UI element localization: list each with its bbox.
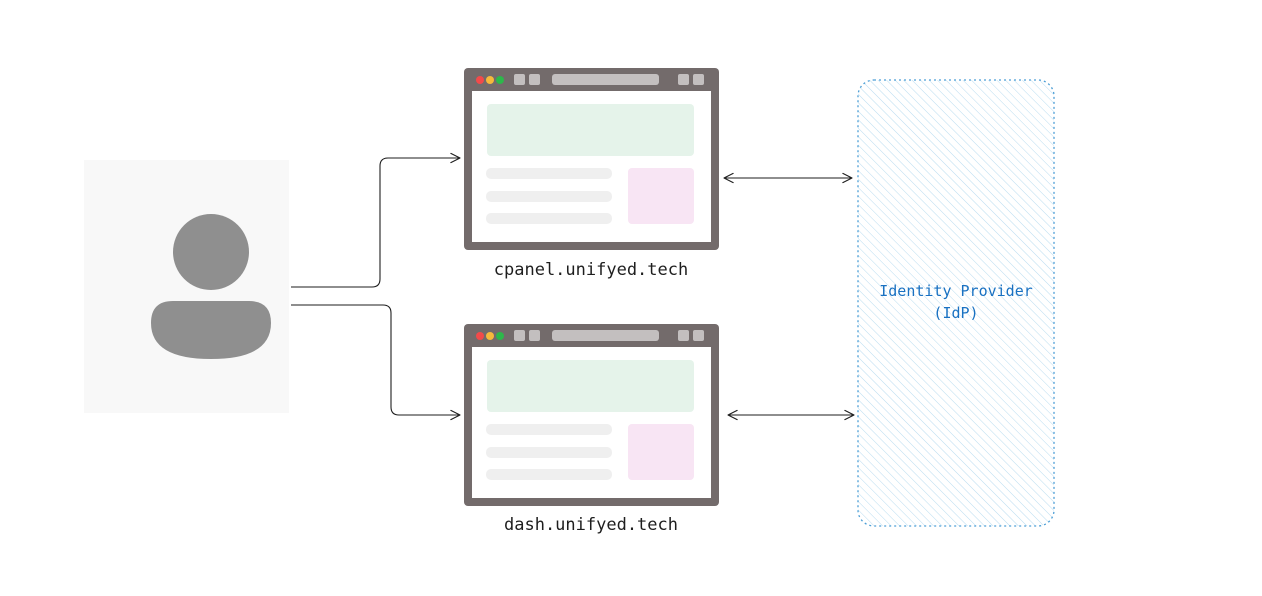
hero-block (487, 360, 694, 412)
side-block (628, 424, 694, 480)
user-to-dash-arrow (291, 304, 461, 421)
user-panel (84, 160, 289, 413)
toolbar-button-icon (678, 330, 689, 341)
address-bar (552, 330, 659, 341)
toolbar-button-icon (693, 330, 704, 341)
address-bar (552, 74, 659, 85)
cpanel-browser-window (464, 68, 719, 250)
text-line (486, 168, 612, 179)
toolbar-button-icon (693, 74, 704, 85)
back-button-icon (514, 74, 525, 85)
identity-provider-box: Identity Provider (IdP) (857, 79, 1055, 527)
dash-browser-window (464, 324, 719, 506)
side-block (628, 168, 694, 224)
minimize-dot-icon (486, 332, 494, 340)
forward-button-icon (529, 74, 540, 85)
minimize-dot-icon (486, 76, 494, 84)
hero-block (487, 104, 694, 156)
cpanel-site-label: cpanel.unifyed.tech (494, 260, 688, 280)
close-dot-icon (476, 76, 484, 84)
user-to-cpanel-arrow (291, 152, 461, 288)
text-line (486, 191, 612, 202)
text-line (486, 213, 612, 224)
user-panel-background (84, 160, 289, 413)
user-icon (151, 214, 271, 359)
close-dot-icon (476, 332, 484, 340)
text-line (486, 424, 612, 435)
maximize-dot-icon (496, 332, 504, 340)
idp-box-outline (857, 79, 1055, 527)
toolbar-button-icon (678, 74, 689, 85)
idp-label-line1: Identity Provider (879, 282, 1033, 300)
dash-site-label: dash.unifyed.tech (504, 515, 678, 535)
forward-button-icon (529, 330, 540, 341)
text-line (486, 469, 612, 480)
back-button-icon (514, 330, 525, 341)
text-line (486, 447, 612, 458)
idp-label-line2: (IdP) (933, 304, 978, 322)
maximize-dot-icon (496, 76, 504, 84)
